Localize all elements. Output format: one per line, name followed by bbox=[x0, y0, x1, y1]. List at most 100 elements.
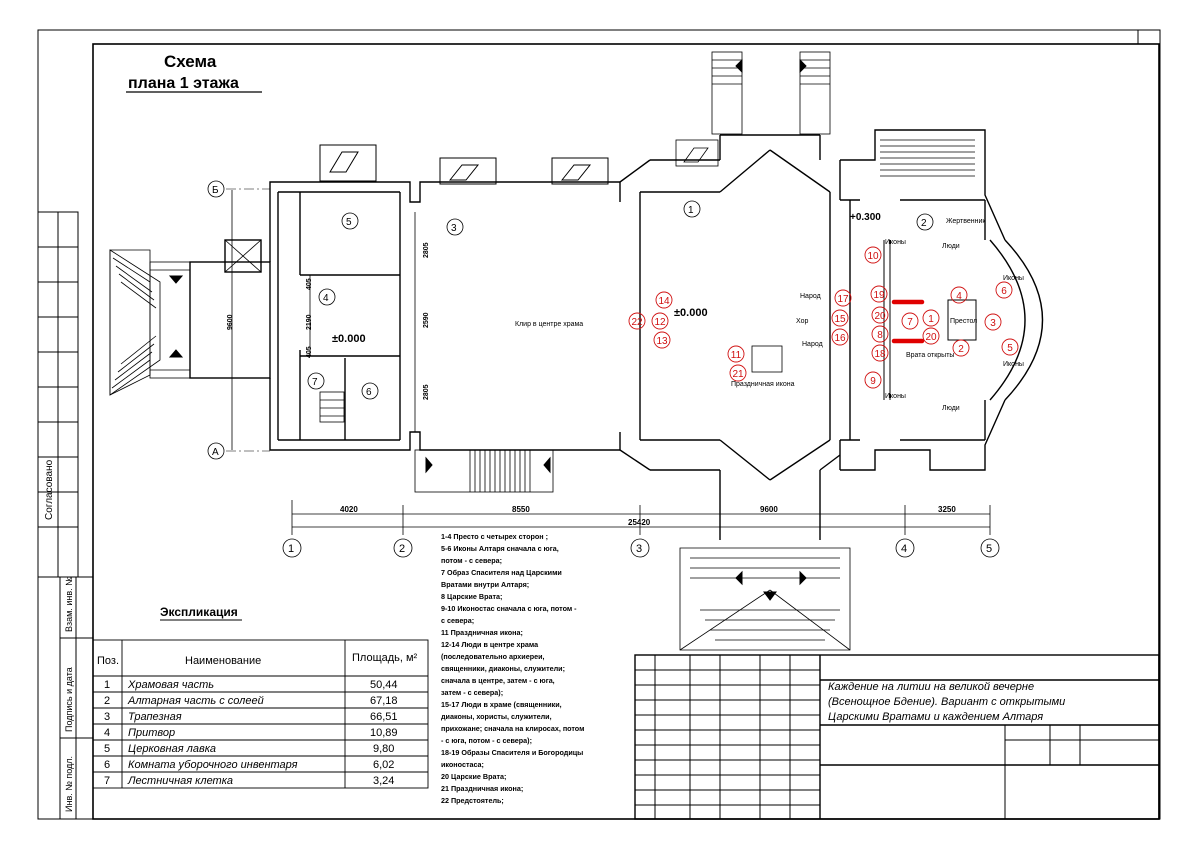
room-7: 7 bbox=[312, 377, 318, 388]
marker: 20 bbox=[871, 306, 889, 324]
table-cell: 7 bbox=[104, 775, 110, 787]
marker: 5 bbox=[1001, 338, 1019, 356]
dim-v2-2: 2190 bbox=[306, 314, 313, 330]
marker: 19 bbox=[870, 285, 888, 303]
svg-text:20: 20 bbox=[874, 311, 886, 322]
marker: 4 bbox=[950, 286, 968, 304]
axis-col-2: 2 bbox=[399, 543, 405, 555]
svg-text:9: 9 bbox=[870, 376, 876, 387]
dim-v2-3: 405 bbox=[306, 346, 313, 358]
legend-line: 9-10 Иконостас сначала с юга, потом - bbox=[441, 604, 577, 613]
dim-v-2: 2590 bbox=[423, 312, 430, 328]
legend-line: (последовательно архиереи, bbox=[441, 652, 545, 661]
legend-line: 8 Царские Врата; bbox=[441, 592, 502, 601]
title-line2: плана 1 этажа bbox=[128, 75, 239, 92]
stamp-label-podpis: Подпись и дата bbox=[64, 667, 74, 732]
axis-row-b: Б bbox=[212, 185, 219, 196]
marker: 7 bbox=[901, 312, 919, 330]
table-cell: Храмовая часть bbox=[127, 679, 214, 691]
svg-text:2: 2 bbox=[958, 344, 964, 355]
room-4: 4 bbox=[323, 293, 329, 304]
legend-line: 22 Предстоятель; bbox=[441, 796, 504, 805]
legend-line: Вратами внутри Алтаря; bbox=[441, 580, 529, 589]
svg-text:16: 16 bbox=[834, 333, 846, 344]
axis-col-4: 4 bbox=[901, 543, 907, 555]
stamp-label-vzam: Взам. инв. № bbox=[64, 576, 74, 632]
svg-text:3: 3 bbox=[990, 318, 996, 329]
table-cell: 6 bbox=[104, 759, 110, 771]
marker: 9 bbox=[864, 371, 882, 389]
title-block bbox=[634, 654, 1160, 820]
room-5: 5 bbox=[346, 217, 352, 228]
marker: 22 bbox=[628, 312, 646, 330]
svg-text:4: 4 bbox=[956, 291, 962, 302]
explication-title: Экспликация bbox=[160, 605, 238, 619]
svg-text:18: 18 bbox=[874, 349, 886, 360]
legend-line: 18-19 Образы Спасителя и Богородицы bbox=[441, 748, 583, 757]
table-cell: 5 bbox=[104, 743, 110, 755]
label-people-1: Люди bbox=[942, 243, 960, 250]
legend-line: 21 Праздничная икона; bbox=[441, 784, 523, 793]
marker: 1 bbox=[922, 309, 940, 327]
axis-row-a: А bbox=[212, 447, 219, 458]
label-icons-3: Иконы bbox=[1003, 275, 1024, 282]
table-cell: 3,24 bbox=[373, 775, 394, 787]
axis-col-3: 3 bbox=[636, 543, 642, 555]
table-cell: 66,51 bbox=[370, 711, 398, 723]
room-1: 1 bbox=[688, 205, 694, 216]
legend-line: прихожане; сначала на клиросах, потом bbox=[441, 724, 584, 733]
legend-line: 7 Образ Спасителя над Царскими bbox=[441, 568, 562, 577]
svg-text:15: 15 bbox=[834, 314, 846, 325]
axis-bubbles bbox=[207, 180, 1000, 558]
table-cell: Трапезная bbox=[128, 711, 182, 723]
svg-text:13: 13 bbox=[656, 336, 668, 347]
floor-plan bbox=[109, 51, 1044, 651]
dim-v2-1: 405 bbox=[306, 278, 313, 290]
table-cell: Церковная лавка bbox=[128, 743, 216, 755]
marker: 13 bbox=[653, 331, 671, 349]
explication-header-name: Наименование bbox=[185, 655, 261, 667]
legend-line: - с юга, потом - с севера); bbox=[441, 736, 532, 745]
table-cell: 4 bbox=[104, 727, 110, 739]
legend-line: диаконы, хористы, служители, bbox=[441, 712, 552, 721]
marker: 12 bbox=[651, 312, 669, 330]
svg-text:17: 17 bbox=[837, 294, 849, 305]
dim-h-2: 8550 bbox=[512, 505, 530, 514]
titleblock-line3: Царскими Вратами и каждением Алтаря bbox=[828, 711, 1043, 723]
label-narod-1: Народ bbox=[800, 293, 821, 300]
marker: 20 bbox=[922, 327, 940, 345]
svg-text:21: 21 bbox=[732, 369, 744, 380]
table-cell: Притвор bbox=[128, 727, 175, 739]
label-icons-4: Иконы bbox=[1003, 361, 1024, 368]
legend-line: 12-14 Люди в центре храма bbox=[441, 640, 539, 649]
label-prestol: Престол bbox=[950, 318, 977, 325]
legend-line: потом - с севера; bbox=[441, 556, 502, 565]
dim-h-4: 3250 bbox=[938, 505, 956, 514]
dimension-lines bbox=[231, 190, 991, 535]
table-cell: 1 bbox=[104, 679, 110, 691]
svg-text:6: 6 bbox=[1001, 286, 1007, 297]
side-stamp bbox=[37, 211, 94, 820]
explication-header-area: Площадь, м² bbox=[352, 652, 418, 664]
censing-markers: 14 22 12 13 11 21 10 17 15 16 19 20 8 18… bbox=[628, 246, 1019, 389]
dim-v-3: 2805 bbox=[423, 384, 430, 400]
marker: 3 bbox=[984, 313, 1002, 331]
level-altar: +0.300 bbox=[850, 212, 881, 223]
room-bubbles bbox=[307, 200, 934, 400]
table-cell: 9,80 bbox=[373, 743, 394, 755]
label-hor: Хор bbox=[796, 318, 808, 325]
marker: 2 bbox=[952, 339, 970, 357]
dim-h-1: 4020 bbox=[340, 505, 358, 514]
table-cell: 50,44 bbox=[370, 679, 398, 691]
marker: 18 bbox=[871, 344, 889, 362]
table-cell: Алтарная часть с солеей bbox=[127, 695, 264, 707]
level-narthex: ±0.000 bbox=[332, 333, 366, 345]
svg-text:7: 7 bbox=[907, 317, 913, 328]
svg-text:8: 8 bbox=[877, 330, 883, 341]
label-center-clergy: Клир в центре храма bbox=[515, 321, 583, 328]
marker: 15 bbox=[831, 309, 849, 327]
label-icons-2: Иконы bbox=[885, 393, 906, 400]
legend-line: 1-4 Престо с четырех сторон ; bbox=[441, 532, 548, 541]
svg-text:1: 1 bbox=[928, 314, 934, 325]
marker: 21 bbox=[729, 364, 747, 382]
